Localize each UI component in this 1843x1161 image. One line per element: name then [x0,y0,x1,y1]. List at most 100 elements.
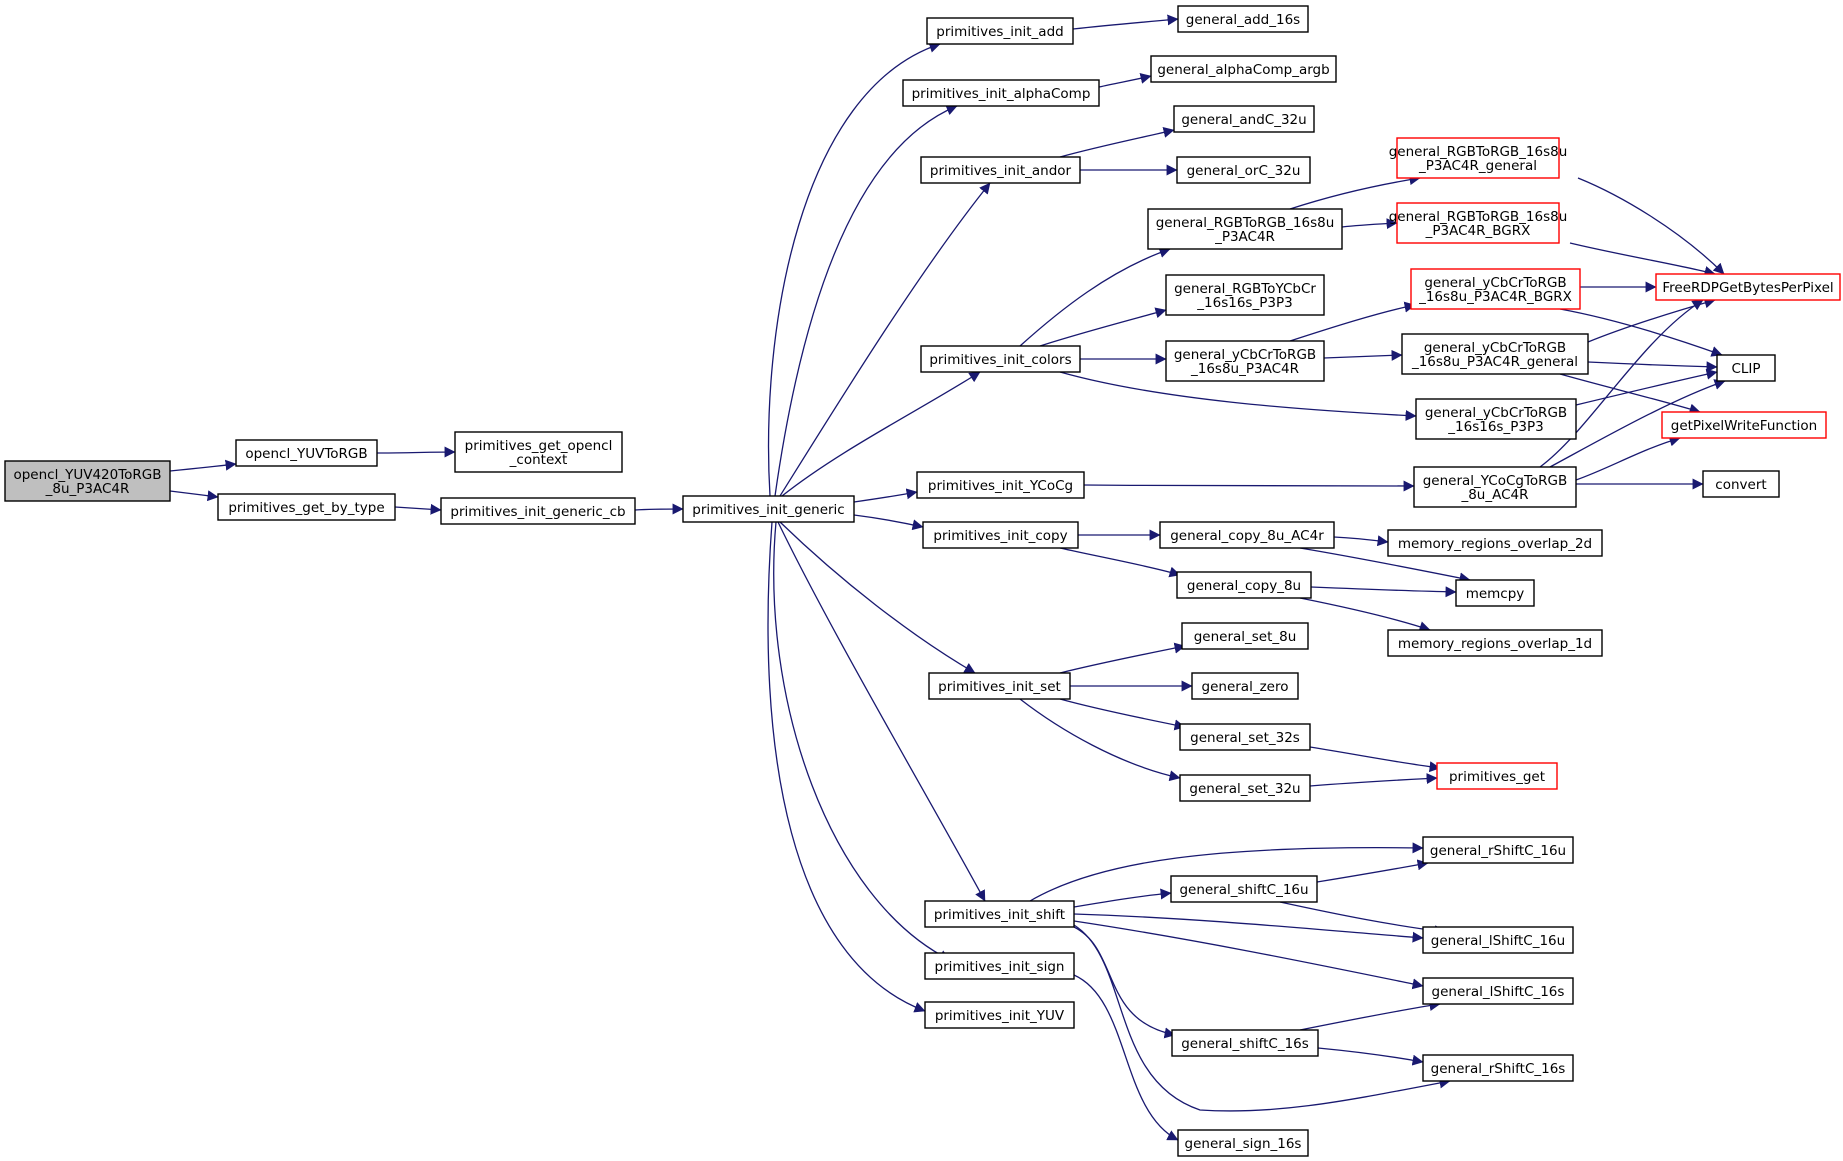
node-orc[interactable]: general_orC_32u [1176,156,1311,184]
node-label: _16s8u_P3AC4R_general [1411,354,1578,370]
node-box [1661,411,1827,439]
node-set32u[interactable]: general_set_32u [1179,774,1311,802]
node-memcpy[interactable]: memcpy [1455,579,1535,607]
node-init-alpha[interactable]: primitives_init_alphaComp [902,79,1100,107]
node-box [1159,521,1335,549]
edge-n_init_colors-to-n_ycbcr_p3p3 [1059,371,1417,421]
node-init-shift[interactable]: primitives_init_shift [924,900,1075,928]
node-copy-8u[interactable]: general_copy_8u [1176,571,1312,599]
node-clip[interactable]: CLIP [1716,354,1776,382]
node-rgb2rgb-gen[interactable]: general_RGBToRGB_16s8u_P3AC4R_general [1389,137,1568,179]
node-rgb2rgb-bgrx[interactable]: general_RGBToRGB_16s8u_P3AC4R_BGRX [1389,202,1568,244]
node-label: primitives_get_by_type [228,500,384,516]
node-primget[interactable]: primitives_get [1436,762,1558,790]
node-box [217,493,396,521]
edge-n_initgen-to-n_init_andor [779,182,991,497]
node-initgencb[interactable]: primitives_init_generic_cb [440,497,636,525]
node-ycbcr2rgb[interactable]: general_yCbCrToRGB_16s8u_P3AC4R [1165,340,1325,382]
node-box [924,1001,1075,1029]
node-alphacomp[interactable]: general_alphaComp_argb [1150,55,1337,83]
node-box [920,345,1081,373]
node-lshift16u[interactable]: general_lShiftC_16u [1422,926,1574,954]
node-label: general_RGBToRGB_16s8u [1389,209,1568,225]
node-label: general_andC_32u [1181,112,1306,128]
node-ycbcr-bgrx[interactable]: general_yCbCrToRGB_16s8u_P3AC4R_BGRX [1410,268,1581,310]
node-label: general_copy_8u [1187,578,1301,594]
edge-n_ycocg-to-n_clip [1549,379,1726,468]
node-yuvtorgb[interactable]: opencl_YUVToRGB [235,439,378,467]
edge-n_getbytype-to-n_initgencb [394,503,442,515]
node-box [1191,672,1299,700]
node-label: general_set_32u [1189,781,1300,797]
node-init-set[interactable]: primitives_init_set [928,672,1071,700]
node-add16s[interactable]: general_add_16s [1177,5,1309,33]
node-label: general_yCbCrToRGB [1424,275,1566,291]
node-label: _P3AC4R_BGRX [1425,223,1531,239]
node-box [1401,333,1589,375]
node-andc[interactable]: general_andC_32u [1173,105,1315,133]
node-getbytype[interactable]: primitives_get_by_type [217,493,396,521]
node-rgb2ycbcr[interactable]: general_RGBToYCbCr_16s16s_P3P3 [1165,274,1325,316]
node-initgen[interactable]: primitives_init_generic [682,495,855,523]
node-label: primitives_get [1449,769,1545,785]
node-init-add[interactable]: primitives_init_add [926,17,1074,45]
node-freerdp[interactable]: FreeRDPGetBytesPerPixel [1655,273,1841,301]
node-box [926,17,1074,45]
node-init-yuv[interactable]: primitives_init_YUV [924,1001,1075,1029]
node-label: opencl_YUVToRGB [245,446,367,462]
node-set8u[interactable]: general_set_8u [1181,622,1309,650]
node-init-colors[interactable]: primitives_init_colors [920,345,1081,373]
node-shift16u[interactable]: general_shiftC_16u [1170,875,1318,903]
node-ycbcr-p3p3[interactable]: general_yCbCrToRGB_16s16s_P3P3 [1415,398,1577,440]
node-box [1422,926,1574,954]
edge-n_rgb2rgb-to-n_rgb2rgb_bgrx [1341,218,1398,230]
node-ycbcr-gen[interactable]: general_yCbCrToRGB_16s8u_P3AC4R_general [1401,333,1589,375]
node-label: general_orC_32u [1187,163,1301,179]
node-copy-ac4r[interactable]: general_copy_8u_AC4r [1159,521,1335,549]
edge-n_initgen-to-n_init_colors [781,371,981,497]
node-getpix[interactable]: getPixelWriteFunction [1661,411,1827,439]
node-label: general_lShiftC_16s [1432,984,1565,1000]
edge-n_ycbcr2rgb-to-n_ycbcr_gen [1323,349,1403,361]
node-sign16s[interactable]: general_sign_16s [1177,1129,1309,1157]
node-overlap1d[interactable]: memory_regions_overlap_1d [1387,629,1603,657]
node-shift16s[interactable]: general_shiftC_16s [1171,1029,1319,1057]
node-box [928,672,1071,700]
edge-n_init_colors-to-n_rgb2rgb [1019,247,1171,347]
node-init-andor[interactable]: primitives_init_andor [920,156,1081,184]
node-box [1176,156,1311,184]
node-lshift16s[interactable]: general_lShiftC_16s [1422,977,1574,1005]
node-root[interactable]: opencl_YUV420ToRGB_8u_P3AC4R [4,460,171,502]
node-label: getPixelWriteFunction [1671,418,1817,434]
node-rshift16s[interactable]: general_rShiftC_16s [1422,1054,1574,1082]
edge-n_set32s-to-n_primget [1309,746,1441,773]
node-rgb2rgb[interactable]: general_RGBToRGB_16s8u_P3AC4R [1147,208,1343,250]
edge-n_init_set-to-n_set8u [1059,642,1186,674]
node-getctx[interactable]: primitives_get_opencl_context [454,431,623,473]
edge-n_ycbcr_gen-to-n_getpix [1559,373,1701,415]
edge-n_ycocg-to-n_freerdp [1539,299,1704,468]
node-set32s[interactable]: general_set_32s [1179,723,1311,751]
node-label: memory_regions_overlap_1d [1398,636,1592,652]
node-label: general_lShiftC_16u [1431,933,1565,949]
edge-n_ycbcr_p3p3-to-n_clip [1575,368,1718,406]
node-label: FreeRDPGetBytesPerPixel [1662,280,1833,296]
node-label: memcpy [1466,586,1525,602]
edge-n_shift16s-to-n_lshift16s [1299,1000,1441,1031]
node-init-ycocg[interactable]: primitives_init_YCoCg [916,471,1085,499]
node-zero[interactable]: general_zero [1191,672,1299,700]
edge-n_root-to-n_getbytype [169,490,219,502]
edge-n_init_shift-to-n_lshift16u [1073,913,1424,943]
edge-n_copy_8u-to-n_overlap1d [1299,597,1431,632]
node-label: general_shiftC_16u [1179,882,1308,898]
node-convert[interactable]: convert [1702,470,1780,498]
node-box [1436,762,1558,790]
node-rshift16u[interactable]: general_rShiftC_16u [1422,836,1574,864]
node-init-sign[interactable]: primitives_init_sign [924,952,1075,980]
node-label: _16s8u_P3AC4R_BGRX [1418,289,1572,305]
node-overlap2d[interactable]: memory_regions_overlap_2d [1387,529,1603,557]
edge-n_set32u-to-n_primget [1309,773,1438,787]
node-init-copy[interactable]: primitives_init_copy [922,521,1079,549]
node-ycocg[interactable]: general_YCoCgToRGB_8u_AC4R [1413,466,1577,508]
node-box [1173,105,1315,133]
